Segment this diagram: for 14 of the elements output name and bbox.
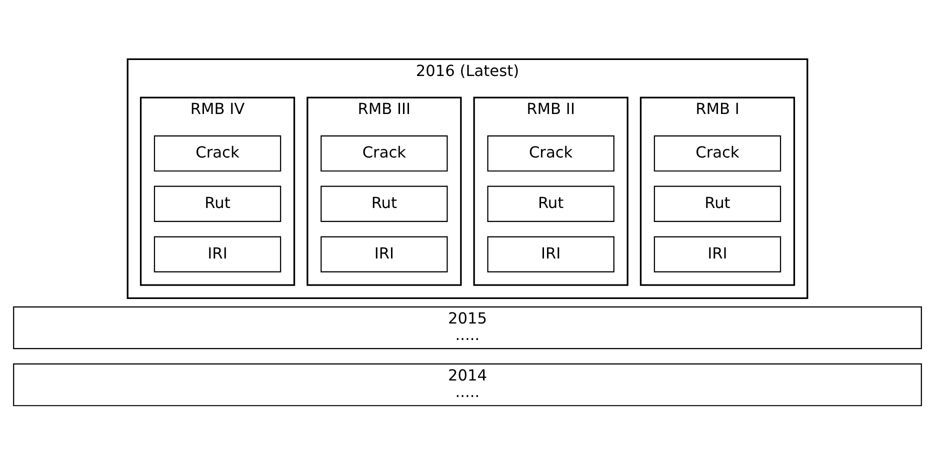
- node-box: Rut: [154, 186, 282, 222]
- node-box: IRI: [154, 236, 282, 272]
- node-box: Rut: [320, 186, 448, 222]
- node-box: Crack: [487, 135, 614, 172]
- node-box: IRI: [487, 236, 614, 272]
- node-box: Rut: [487, 186, 614, 222]
- node-box: 2015 .....: [13, 306, 922, 350]
- node-box: Crack: [654, 135, 782, 172]
- node-box: IRI: [320, 236, 448, 272]
- node-box: 2014 .....: [13, 363, 922, 406]
- node-box: Crack: [320, 135, 448, 172]
- node-box: IRI: [654, 236, 782, 272]
- node-box: Crack: [154, 135, 282, 172]
- node-box: Rut: [654, 186, 782, 222]
